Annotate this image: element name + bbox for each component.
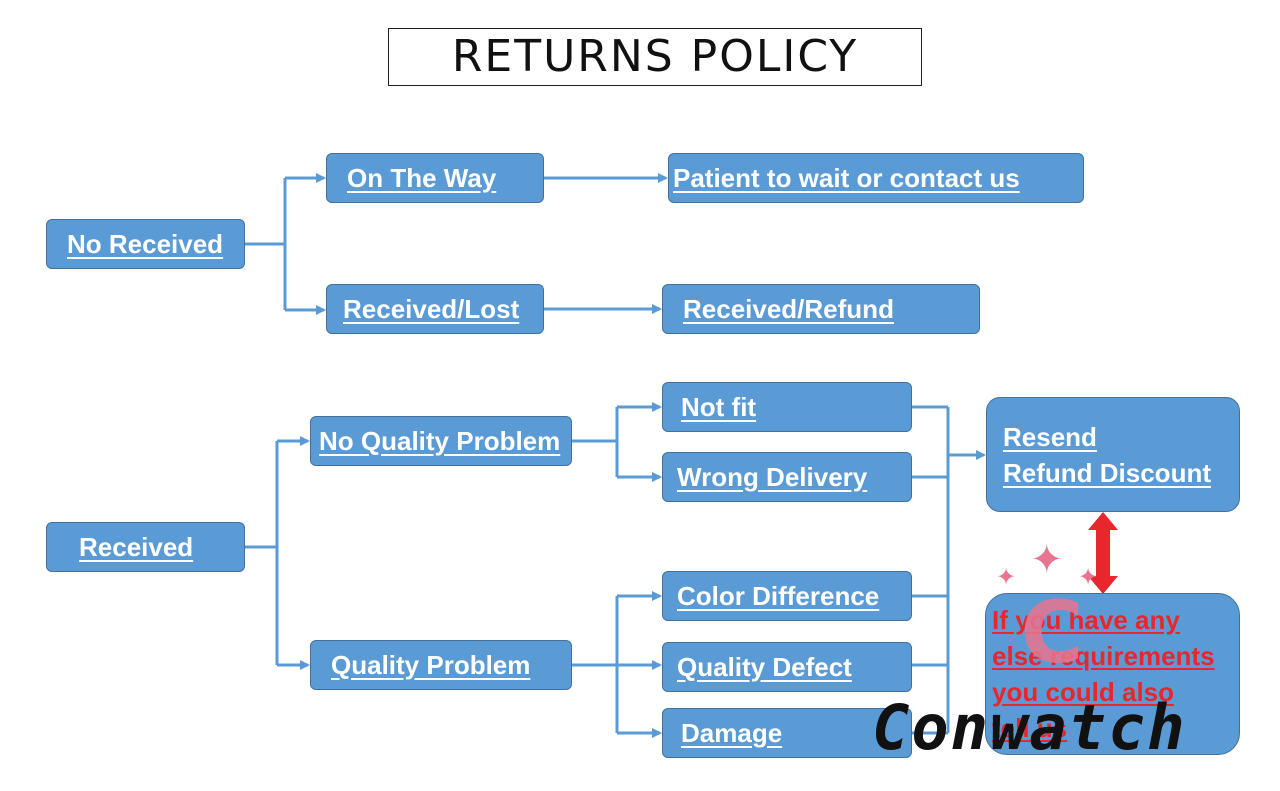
- watermark-logo-letter: C: [1020, 583, 1084, 683]
- node-wrong-delivery-label: Wrong Delivery: [677, 461, 868, 492]
- note-line: else requirements: [992, 641, 1215, 671]
- node-no-quality-problem-label: No Quality Problem: [319, 425, 561, 456]
- node-quality-defect-label: Quality Defect: [677, 651, 852, 682]
- sparkle-icon: ✦: [996, 564, 1017, 591]
- node-received-label: Received: [79, 531, 194, 562]
- node-not-fit: Not fit: [662, 382, 912, 432]
- node-color-difference-label: Color Difference: [677, 580, 880, 611]
- node-quality-defect: Quality Defect: [662, 642, 912, 692]
- double-arrow-icon: [1088, 512, 1118, 594]
- node-resend-refund: Resend Refund Discount: [986, 397, 1240, 512]
- watermark-brand: Conwatch: [872, 691, 1187, 764]
- node-no-received: No Received: [46, 219, 245, 269]
- node-not-fit-label: Not fit: [681, 391, 757, 422]
- note-line: you could also: [992, 677, 1175, 707]
- node-no-received-label: No Received: [67, 228, 224, 259]
- requirements-note: If you have any else requirements you co…: [985, 593, 1240, 755]
- node-no-quality-problem: No Quality Problem: [310, 416, 572, 466]
- node-patient-wait: Patient to wait or contact us: [668, 153, 1084, 203]
- page-title-text: RETURNS POLICY: [451, 31, 859, 82]
- page-title: RETURNS POLICY: [388, 28, 922, 86]
- node-refund-discount-label: Refund Discount: [1003, 457, 1211, 488]
- node-received-lost-label: Received/Lost: [343, 293, 520, 324]
- node-on-the-way-label: On The Way: [347, 162, 497, 193]
- node-quality-problem: Quality Problem: [310, 640, 572, 690]
- sparkle-icon: ✦: [1078, 564, 1099, 591]
- node-received-refund-label: Received/Refund: [683, 293, 894, 324]
- node-received-refund: Received/Refund: [662, 284, 980, 334]
- note-line: tell us: [992, 713, 1068, 743]
- node-wrong-delivery: Wrong Delivery: [662, 452, 912, 502]
- sparkle-icon: ✦: [1030, 538, 1064, 582]
- node-quality-problem-label: Quality Problem: [331, 649, 531, 680]
- node-color-difference: Color Difference: [662, 571, 912, 621]
- note-line: If you have any: [992, 605, 1180, 635]
- node-received: Received: [46, 522, 245, 572]
- node-on-the-way: On The Way: [326, 153, 544, 203]
- node-resend-label: Resend: [1003, 421, 1097, 452]
- node-damage-label: Damage: [681, 717, 783, 748]
- node-received-lost: Received/Lost: [326, 284, 544, 334]
- node-damage: Damage: [662, 708, 912, 758]
- node-patient-wait-label: Patient to wait or contact us: [673, 162, 1020, 193]
